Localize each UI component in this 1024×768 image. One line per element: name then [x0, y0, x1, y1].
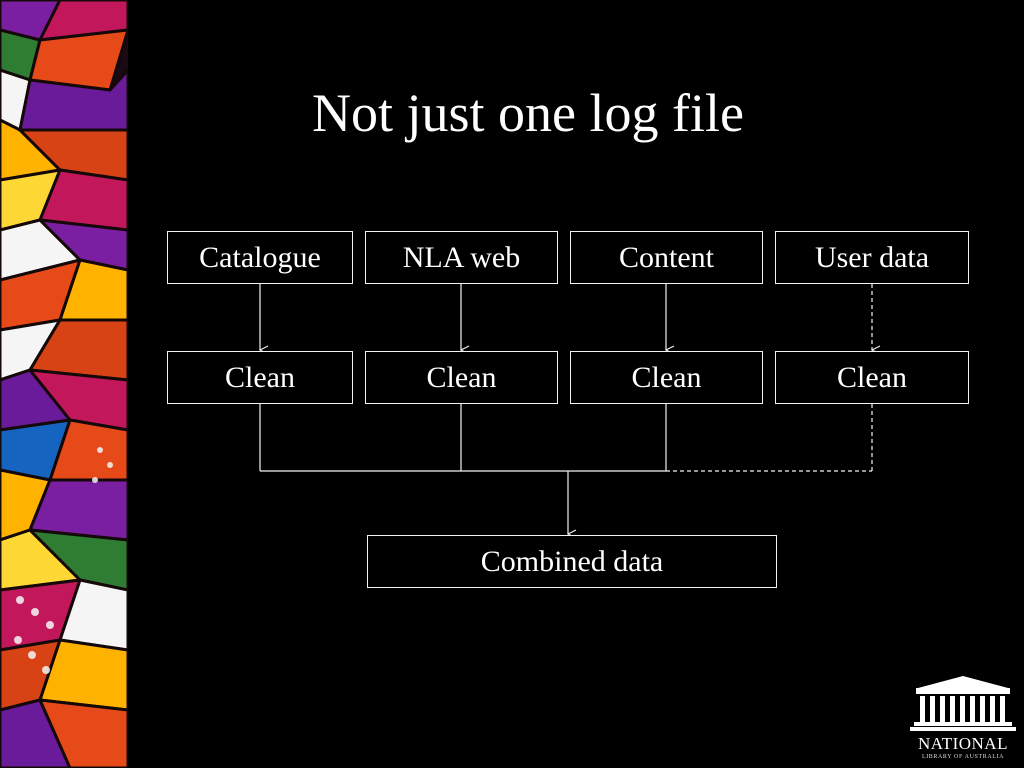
logo-name: NATIONAL	[918, 734, 1008, 753]
clean-box-catalogue: Clean	[167, 351, 353, 404]
source-box-user-data: User data	[775, 231, 969, 284]
source-box-content: Content	[570, 231, 763, 284]
library-building-icon	[910, 676, 1016, 731]
nla-logo: NATIONAL LIBRARY OF AUSTRALIA	[910, 674, 1016, 764]
stained-glass-decoration	[0, 0, 128, 768]
source-box-catalogue: Catalogue	[167, 231, 353, 284]
logo-subtitle: LIBRARY OF AUSTRALIA	[921, 754, 1005, 760]
clean-box-content: Clean	[570, 351, 763, 404]
clean-box-user-data: Clean	[775, 351, 969, 404]
clean-box-nla-web: Clean	[365, 351, 558, 404]
combined-data-box: Combined data	[367, 535, 777, 588]
slide-title: Not just one log file	[312, 83, 744, 143]
source-box-nla-web: NLA web	[365, 231, 558, 284]
